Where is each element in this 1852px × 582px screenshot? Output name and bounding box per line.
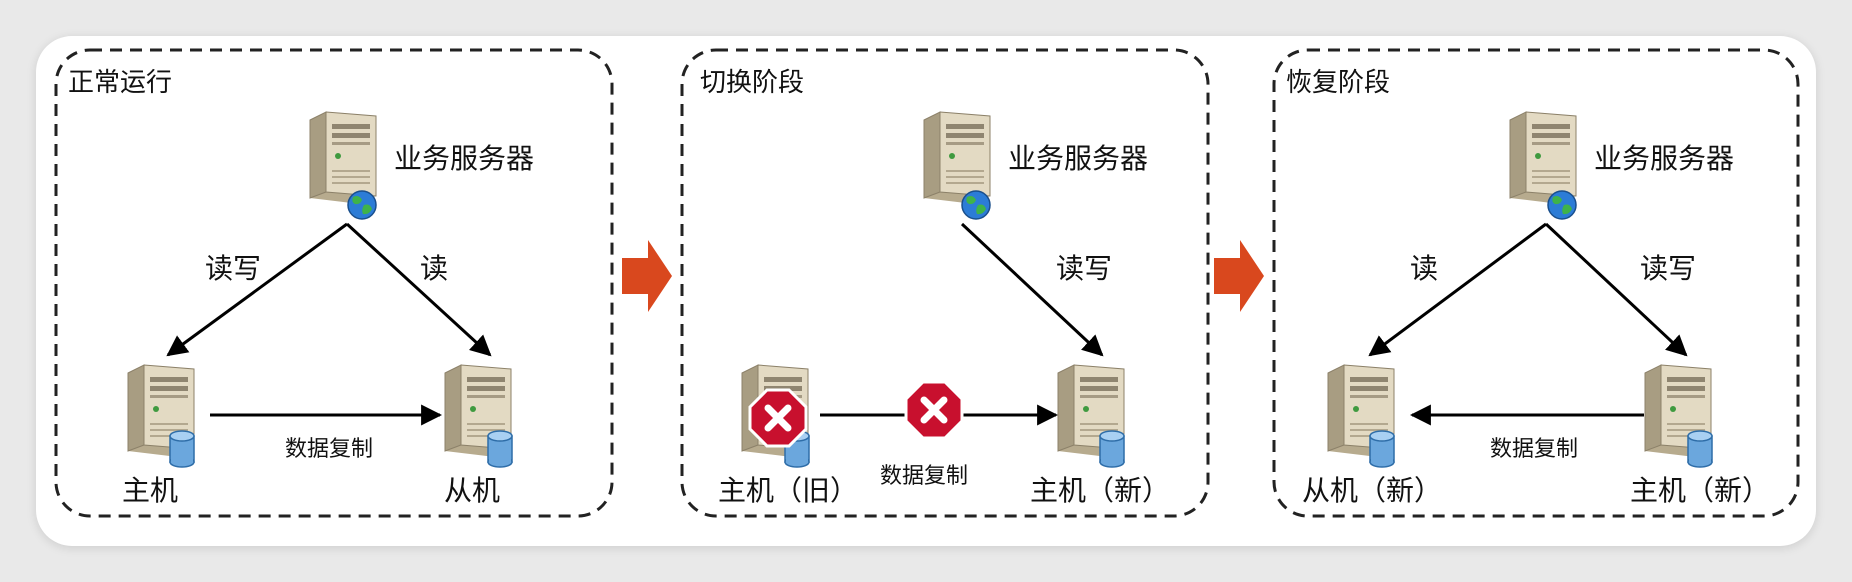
edge-label-read: 读 — [420, 252, 448, 285]
stage-arrow-icon — [1214, 240, 1264, 312]
slave-server-icon — [444, 364, 513, 468]
edge-label-read-write: 读写 — [1640, 252, 1696, 285]
panel-switchover-stage: 切换阶段 业务服务器 读写 数据复制 主机（旧） 主机（新） — [680, 48, 1210, 518]
read-arrow — [1368, 222, 1547, 357]
panel-title: 切换阶段 — [700, 68, 804, 98]
read-write-arrow — [960, 222, 1104, 357]
panel-border — [54, 48, 614, 518]
business-server-icon — [1509, 111, 1577, 220]
edge-label-read-write: 读写 — [1056, 252, 1112, 285]
business-server-icon — [923, 111, 991, 220]
business-server-label: 业务服务器 — [394, 142, 534, 175]
slave-label: 从机 — [444, 474, 500, 507]
panel-title: 恢复阶段 — [1286, 68, 1390, 98]
error-icon — [750, 390, 806, 446]
panel-border — [680, 48, 1210, 518]
new-master-label: 主机（新） — [1030, 474, 1170, 507]
new-master-server-icon — [1057, 364, 1125, 468]
new-master-label: 主机（新） — [1630, 474, 1770, 507]
panel-normal-operation: 正常运行 业务服务器 读写 读 数据复制 主机 从机 — [54, 48, 614, 518]
old-master-label: 主机（旧） — [718, 474, 858, 507]
panel-border — [1272, 48, 1800, 518]
business-server-label: 业务服务器 — [1008, 142, 1148, 175]
replication-label: 数据复制 — [285, 437, 373, 462]
read-arrow — [345, 222, 492, 357]
panel-title: 正常运行 — [68, 68, 172, 98]
replication-label: 数据复制 — [880, 464, 968, 489]
read-write-arrow — [1544, 222, 1688, 357]
master-server-icon — [127, 364, 195, 468]
new-slave-label: 从机（新） — [1302, 474, 1442, 507]
replication-label: 数据复制 — [1490, 437, 1578, 462]
business-server-label: 业务服务器 — [1594, 142, 1734, 175]
stage-arrow-icon — [622, 240, 672, 312]
master-label: 主机 — [122, 474, 178, 507]
edge-label-read-write: 读写 — [205, 252, 261, 285]
new-master-server-icon — [1644, 364, 1713, 468]
business-server-icon — [309, 111, 377, 220]
read-write-arrow — [166, 222, 348, 357]
new-slave-server-icon — [1327, 364, 1395, 468]
edge-label-read: 读 — [1410, 252, 1438, 285]
panel-recovery-stage: 恢复阶段 业务服务器 读 读写 数据复制 从机（新） 主机（新） — [1272, 48, 1800, 518]
replication-error-icon — [906, 382, 962, 438]
